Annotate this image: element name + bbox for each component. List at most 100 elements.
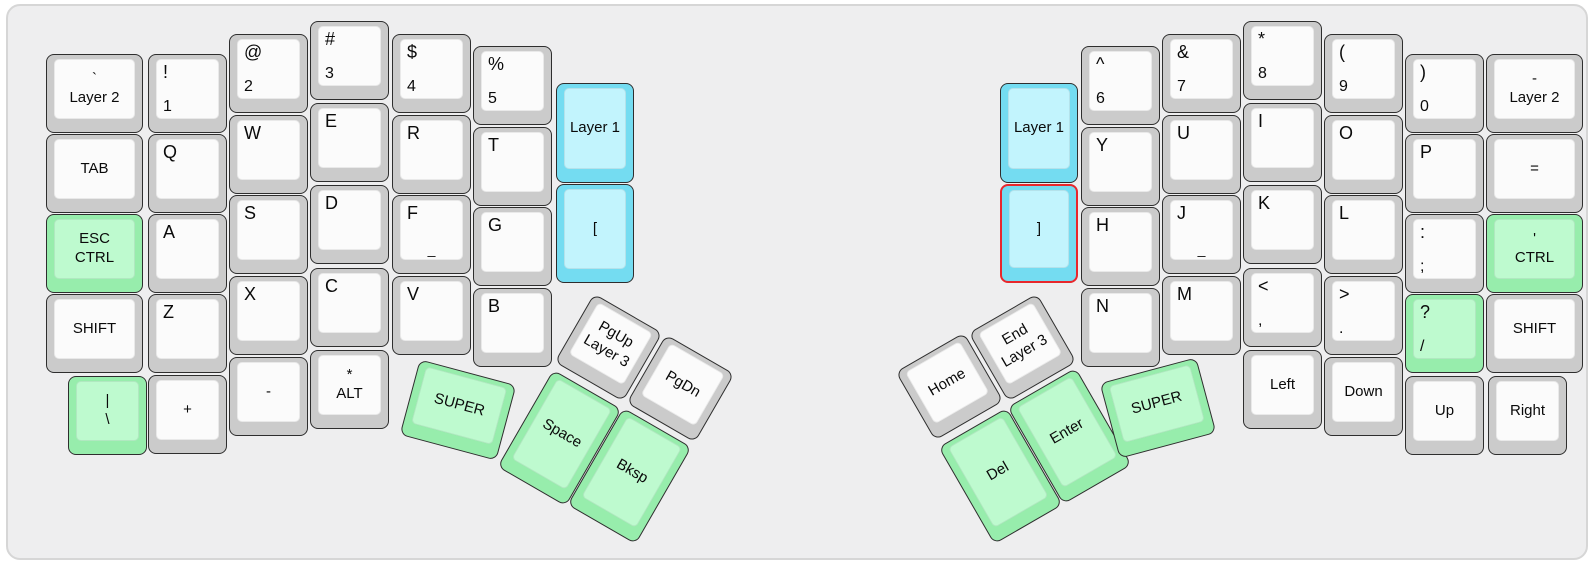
key-equals[interactable]: = bbox=[1486, 134, 1583, 213]
key-legend-center: = bbox=[1495, 140, 1574, 196]
key-label-line: Space bbox=[539, 415, 585, 452]
key-label-line: Layer 1 bbox=[569, 119, 621, 136]
key-r[interactable]: R bbox=[392, 115, 471, 194]
key-e[interactable]: E bbox=[310, 103, 389, 182]
key-minus-layer2[interactable]: -Layer 2 bbox=[1486, 54, 1583, 133]
key-shift-right[interactable]: SHIFT bbox=[1486, 294, 1583, 373]
key-w[interactable]: W bbox=[229, 115, 308, 194]
key-o[interactable]: O bbox=[1324, 115, 1403, 194]
key-hash-3[interactable]: #3 bbox=[310, 21, 389, 100]
key-legend-top: M bbox=[1177, 284, 1192, 304]
keycap-surface: Q bbox=[156, 139, 219, 199]
key-d[interactable]: D bbox=[310, 185, 389, 264]
key-caret-6[interactable]: ^6 bbox=[1081, 46, 1160, 125]
key-amp-7[interactable]: &7 bbox=[1162, 34, 1241, 113]
keycap-surface: E bbox=[318, 108, 381, 168]
key-legend-top: L bbox=[1339, 203, 1350, 223]
key-a[interactable]: A bbox=[148, 214, 227, 293]
key-pipe-backslash[interactable]: |\ bbox=[68, 376, 147, 455]
key-t[interactable]: T bbox=[473, 127, 552, 206]
key-h[interactable]: H bbox=[1081, 207, 1160, 286]
keycap-surface: - bbox=[237, 362, 300, 422]
key-at-2[interactable]: @2 bbox=[229, 34, 308, 113]
key-legend-bottom: 8 bbox=[1258, 65, 1267, 82]
key-tab[interactable]: TAB bbox=[46, 134, 143, 213]
key-p[interactable]: P bbox=[1405, 134, 1484, 213]
key-i[interactable]: I bbox=[1243, 103, 1322, 182]
key-v[interactable]: V bbox=[392, 276, 471, 355]
key-legend-top: K bbox=[1258, 193, 1271, 213]
keycap-surface: Up bbox=[1413, 381, 1476, 441]
key-x[interactable]: X bbox=[229, 276, 308, 355]
key-legend-top: P bbox=[1420, 142, 1433, 162]
key-arrow-up[interactable]: Up bbox=[1405, 376, 1484, 455]
key-layer1-left[interactable]: Layer 1 bbox=[556, 83, 634, 183]
key-left-bracket[interactable]: [ bbox=[556, 184, 634, 283]
keycap-surface: W bbox=[237, 120, 300, 180]
key-minus[interactable]: - bbox=[229, 357, 308, 436]
key-exclam-1[interactable]: !1 bbox=[148, 54, 227, 133]
keycap-surface: Right bbox=[1496, 381, 1559, 441]
key-label-line: Right bbox=[1509, 401, 1546, 419]
key-label-line: Left bbox=[1269, 375, 1296, 393]
key-legend-top: S bbox=[244, 203, 257, 223]
key-u[interactable]: U bbox=[1162, 115, 1241, 194]
key-f[interactable]: F_ bbox=[392, 195, 471, 274]
key-legend-top: ( bbox=[1339, 42, 1345, 62]
key-arrow-left[interactable]: Left bbox=[1243, 350, 1322, 429]
key-q[interactable]: Q bbox=[148, 134, 227, 213]
key-legend-center: Down bbox=[1333, 363, 1394, 419]
key-l[interactable]: L bbox=[1324, 195, 1403, 274]
key-legend-top: B bbox=[488, 296, 501, 316]
keycap-surface: *ALT bbox=[318, 355, 381, 415]
keycap-surface: PgDn bbox=[639, 342, 725, 426]
keycap-surface: !1 bbox=[156, 59, 219, 119]
key-question-slash[interactable]: ?/ bbox=[1405, 294, 1484, 373]
key-super-left[interactable]: SUPER bbox=[399, 359, 517, 461]
key-layer1-right[interactable]: Layer 1 bbox=[1000, 83, 1078, 183]
key-s[interactable]: S bbox=[229, 195, 308, 274]
key-z[interactable]: Z bbox=[148, 294, 227, 373]
key-greaterthan-period[interactable]: >. bbox=[1324, 276, 1403, 355]
key-legend-top: H bbox=[1096, 215, 1109, 235]
key-legend-top: : bbox=[1420, 222, 1426, 242]
key-c[interactable]: C bbox=[310, 268, 389, 347]
key-right-bracket[interactable]: ] bbox=[1000, 184, 1078, 283]
keycap-surface: O bbox=[1332, 120, 1395, 180]
key-percent-5[interactable]: %5 bbox=[473, 46, 552, 125]
key-legend-bottom: ; bbox=[1420, 258, 1425, 275]
key-star-8[interactable]: *8 bbox=[1243, 21, 1322, 100]
key-legend-top: Q bbox=[163, 142, 178, 162]
key-lparen-9[interactable]: (9 bbox=[1324, 34, 1403, 113]
key-g[interactable]: G bbox=[473, 207, 552, 286]
key-label-line: Layer 1 bbox=[1013, 119, 1065, 136]
key-colon-semicolon[interactable]: :; bbox=[1405, 214, 1484, 293]
key-rparen-0[interactable]: )0 bbox=[1405, 54, 1484, 133]
key-n[interactable]: N bbox=[1081, 288, 1160, 367]
key-arrow-right[interactable]: Right bbox=[1488, 376, 1567, 455]
key-legend-bottom: 9 bbox=[1339, 78, 1348, 95]
key-j[interactable]: J_ bbox=[1162, 195, 1241, 274]
key-label-line: SUPER bbox=[432, 389, 487, 420]
key-shift-left[interactable]: SHIFT bbox=[46, 294, 143, 373]
key-label-line: ALT bbox=[336, 385, 363, 402]
key-dollar-4[interactable]: $4 bbox=[392, 34, 471, 113]
key-label-line: + bbox=[183, 400, 192, 418]
key-m[interactable]: M bbox=[1162, 276, 1241, 355]
keycap-surface: T bbox=[481, 132, 544, 192]
key-arrow-down[interactable]: Down bbox=[1324, 357, 1403, 436]
key-legend-center: SHIFT bbox=[1495, 300, 1574, 356]
key-plus[interactable]: + bbox=[148, 375, 227, 454]
key-b[interactable]: B bbox=[473, 288, 552, 367]
key-lessthan-comma[interactable]: <, bbox=[1243, 268, 1322, 347]
key-star-alt[interactable]: *ALT bbox=[310, 350, 389, 429]
key-k[interactable]: K bbox=[1243, 185, 1322, 264]
key-super-right[interactable]: SUPER bbox=[1099, 357, 1217, 459]
key-grave-layer2[interactable]: `Layer 2 bbox=[46, 54, 143, 133]
key-quote-ctrl[interactable]: 'CTRL bbox=[1486, 214, 1583, 293]
key-label-line: Down bbox=[1344, 382, 1383, 400]
key-y[interactable]: Y bbox=[1081, 127, 1160, 206]
